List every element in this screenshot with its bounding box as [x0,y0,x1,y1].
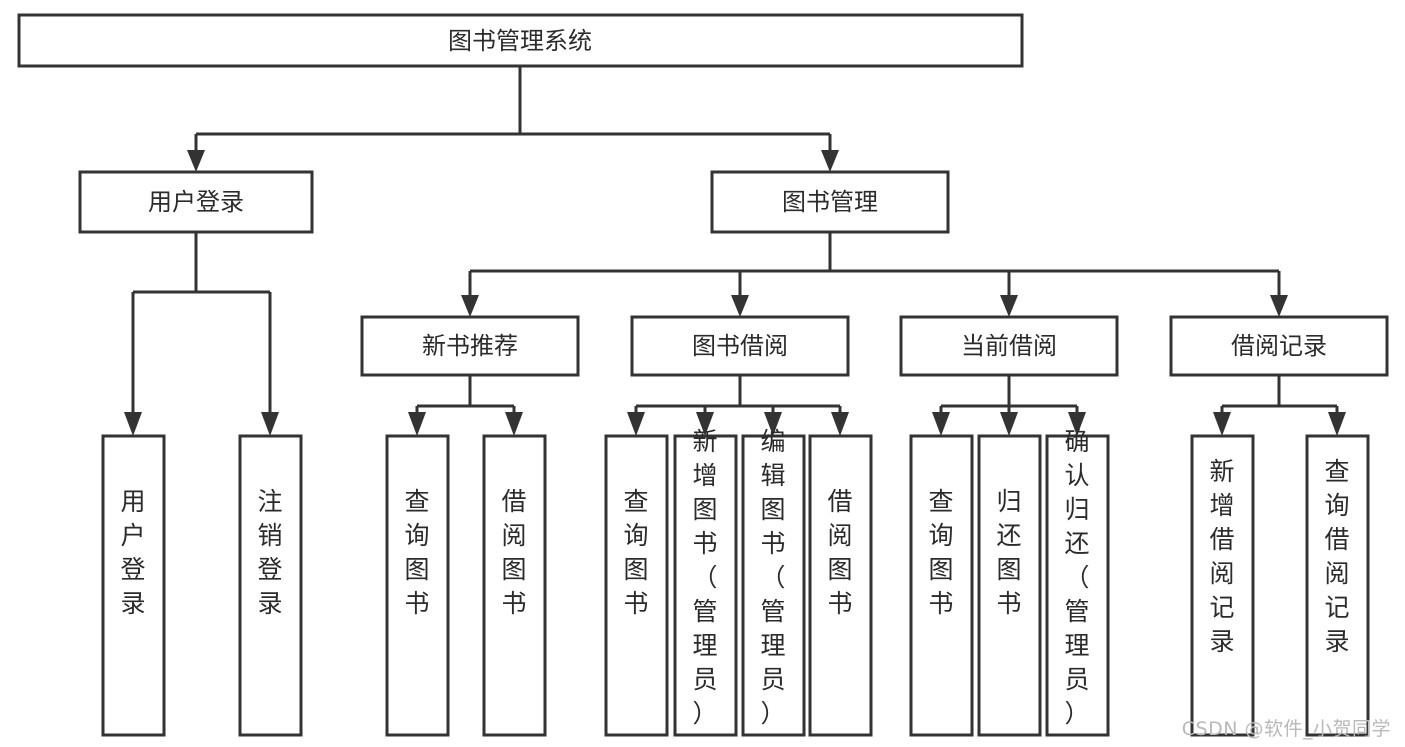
arrow-current-leaf-1 [932,412,950,436]
arrow-user-login-leaf-2 [261,412,279,436]
leaf-book-borrow-1[interactable]: 查询图书 [604,434,669,737]
leaf-book-borrow-2[interactable]: 新增图书（管理员） [673,427,738,737]
csdn-watermark: CSDN @软件_小贺同学 [1181,718,1391,740]
leaf-recommend-2-label: 借阅图书 [501,487,526,618]
leaf-book-borrow-4-label: 借阅图书 [827,487,852,618]
connector-current-borrow-to-bus [939,375,1079,414]
arrow-to-current-borrow [1000,295,1018,317]
connector-book-borrow-to-bus [634,375,842,414]
node-new-book-recommend[interactable]: 新书推荐 [360,315,580,377]
leaf-user-login-2-box [238,434,303,737]
node-new-book-recommend-box [360,315,580,377]
node-book-borrow-box [630,315,850,377]
connector-user-login-to-bus [131,232,272,412]
node-current-borrow-box [899,315,1119,377]
node-book-management-label: 图书管理 [782,188,878,216]
leaf-current-borrow-2[interactable]: 归还图书 [977,434,1042,737]
arrow-recommend-leaf-1 [408,412,426,436]
leaf-book-borrow-4[interactable]: 借阅图书 [808,434,873,737]
leaf-book-borrow-3[interactable]: 编辑图书（管理员） [741,427,806,737]
leaf-recommend-1-box [385,434,450,737]
leaf-user-login-2[interactable]: 注销登录 [238,434,303,737]
connector-root-to-bus [194,66,832,156]
node-user-login[interactable]: 用户登录 [78,170,314,234]
node-book-management-box [710,170,950,234]
arrow-root-to-book-manage [821,150,839,172]
leaf-borrow-record-1-label: 新增借阅记录 [1209,457,1234,656]
node-root-box [17,13,1024,68]
leaf-user-login-1-box [101,434,166,737]
node-borrow-record[interactable]: 借阅记录 [1169,315,1389,377]
arrow-recommend-leaf-2 [505,412,523,436]
node-root-book-management-system[interactable]: 图书管理系统 [17,13,1024,68]
leaf-user-login-1[interactable]: 用户登录 [101,434,166,737]
arrow-record-leaf-1 [1213,412,1231,436]
leaf-current-borrow-1-box [909,434,974,737]
node-new-book-recommend-label: 新书推荐 [422,332,518,360]
leaf-user-login-1-label: 用户登录 [120,487,145,618]
leaf-recommend-1[interactable]: 查询图书 [385,434,450,737]
leaf-borrow-record-2-label: 查询借阅记录 [1324,457,1349,656]
leaf-current-borrow-2-box [977,434,1042,737]
leaf-current-borrow-3-label: 确认归还（管理员） [1064,427,1089,728]
node-borrow-record-label: 借阅记录 [1231,332,1327,360]
node-book-borrow-label: 图书借阅 [692,332,788,360]
leaf-current-borrow-3-box [1045,434,1110,737]
node-book-borrow[interactable]: 图书借阅 [630,315,850,377]
leaf-borrow-record-1-box [1190,434,1255,737]
arrow-user-login-leaf-1 [124,412,142,436]
node-current-borrow[interactable]: 当前借阅 [899,315,1119,377]
arrow-record-leaf-2 [1328,412,1346,436]
arrow-to-book-borrow [731,295,749,317]
arrow-to-new-book-recommend [461,295,479,317]
leaf-current-borrow-1-label: 查询图书 [928,487,953,618]
connector-new-book-recommend-to-bus [415,375,516,414]
leaf-recommend-2-box [482,434,547,737]
leaf-borrow-record-1[interactable]: 新增借阅记录 [1190,434,1255,737]
connector-layer [124,66,1346,436]
node-current-borrow-label: 当前借阅 [961,332,1057,360]
arrow-borrow-leaf-3 [764,412,782,436]
leaf-user-login-2-label: 注销登录 [257,487,282,618]
leaf-current-borrow-3[interactable]: 确认归还（管理员） [1045,427,1110,737]
leaf-current-borrow-1[interactable]: 查询图书 [909,434,974,737]
leaf-recommend-2[interactable]: 借阅图书 [482,434,547,737]
leaf-book-borrow-1-box [604,434,669,737]
leaf-current-borrow-2-label: 归还图书 [996,487,1021,618]
leaf-book-borrow-3-label: 编辑图书（管理员） [760,427,785,728]
leaf-book-borrow-2-box [673,434,738,737]
arrow-current-leaf-2 [1000,412,1018,436]
connector-book-manage-to-bus [468,232,1281,297]
leaf-borrow-record-2[interactable]: 查询借阅记录 [1305,434,1370,737]
node-root-label: 图书管理系统 [448,27,592,55]
arrow-current-leaf-3 [1068,412,1086,436]
leaf-book-borrow-1-label: 查询图书 [623,487,648,618]
connector-borrow-record-to-bus [1220,375,1339,414]
node-user-login-box [78,170,314,234]
arrow-borrow-leaf-1 [627,412,645,436]
node-user-login-label: 用户登录 [148,188,244,216]
leaf-book-borrow-2-label: 新增图书（管理员） [692,427,717,728]
arrow-to-borrow-record [1270,295,1288,317]
arrow-root-to-user-login [187,150,205,172]
leaf-book-borrow-3-box [741,434,806,737]
node-borrow-record-box [1169,315,1389,377]
leaf-book-borrow-4-box [808,434,873,737]
arrow-borrow-leaf-4 [831,412,849,436]
arrow-borrow-leaf-2 [696,412,714,436]
node-book-management[interactable]: 图书管理 [710,170,950,234]
leaf-recommend-1-label: 查询图书 [404,487,429,618]
leaf-borrow-record-2-box [1305,434,1370,737]
